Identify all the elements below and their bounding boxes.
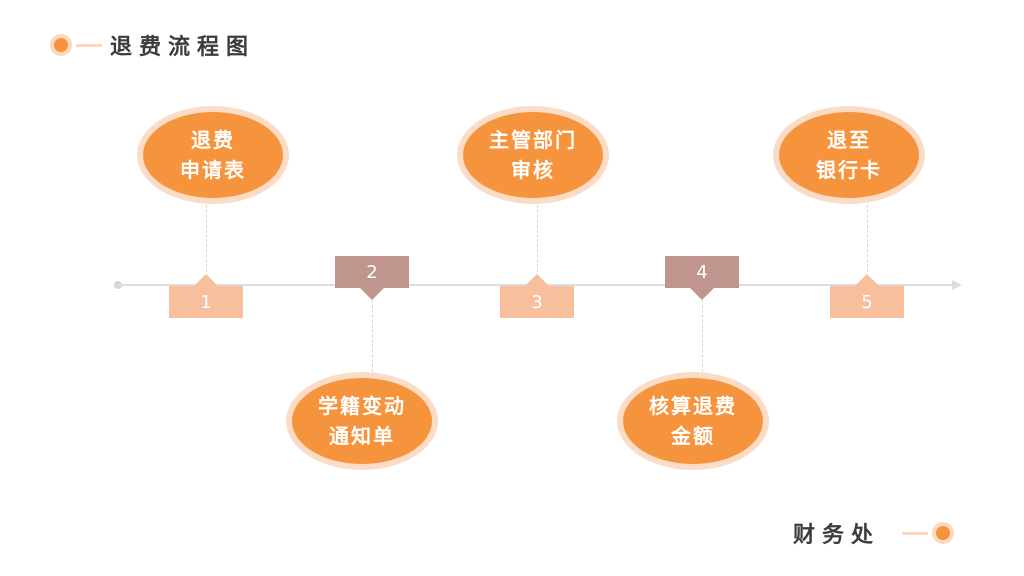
page-footer: 财务处 — [793, 515, 955, 551]
step-oval-4-line-2: 金额 — [671, 424, 715, 448]
step-oval-2-line-1: 学籍变动 — [318, 394, 406, 418]
step-connector-3 — [537, 200, 538, 272]
step-number-5: 5 — [861, 291, 873, 313]
step-oval-5: 退至 银行卡 — [773, 106, 925, 204]
step-box-4: 4 — [665, 256, 739, 300]
step-connector-2 — [372, 300, 373, 372]
step-oval-2: 学籍变动 通知单 — [286, 372, 438, 470]
step-oval-2-line-2: 通知单 — [329, 424, 395, 448]
page-header: 退费流程图 — [50, 28, 255, 62]
step-box-5: 5 — [830, 274, 904, 318]
step-box-1: 1 — [169, 274, 243, 318]
header-divider-line — [76, 43, 102, 47]
step-box-2: 2 — [335, 256, 409, 300]
step-oval-3-line-2: 审核 — [511, 158, 555, 182]
step-oval-4-line-1: 核算退费 — [649, 394, 737, 418]
step-oval-5-line-2: 银行卡 — [816, 158, 882, 182]
timeline-arrow-icon — [952, 280, 962, 290]
footer-divider-line — [902, 531, 929, 535]
orange-dot-icon — [932, 522, 955, 544]
step-oval-1-line-2: 申请表 — [180, 158, 246, 182]
step-oval-1-line-1: 退费 — [191, 128, 235, 152]
step-box-3: 3 — [500, 274, 574, 318]
step-number-1: 1 — [200, 291, 212, 313]
step-connector-5 — [867, 200, 868, 272]
step-oval-5-line-1: 退至 — [827, 128, 871, 152]
step-connector-1 — [206, 200, 207, 272]
step-oval-4: 核算退费 金额 — [617, 372, 769, 470]
step-oval-3: 主管部门 审核 — [457, 106, 609, 204]
step-oval-1: 退费 申请表 — [137, 106, 289, 204]
step-number-3: 3 — [531, 291, 543, 313]
step-number-4: 4 — [696, 261, 708, 283]
step-oval-3-line-1: 主管部门 — [489, 128, 577, 152]
step-number-2: 2 — [366, 261, 378, 283]
step-connector-4 — [702, 300, 703, 372]
page-title: 退费流程图 — [110, 35, 256, 60]
orange-dot-icon — [50, 34, 72, 56]
footer-org-name: 财务处 — [793, 523, 881, 548]
